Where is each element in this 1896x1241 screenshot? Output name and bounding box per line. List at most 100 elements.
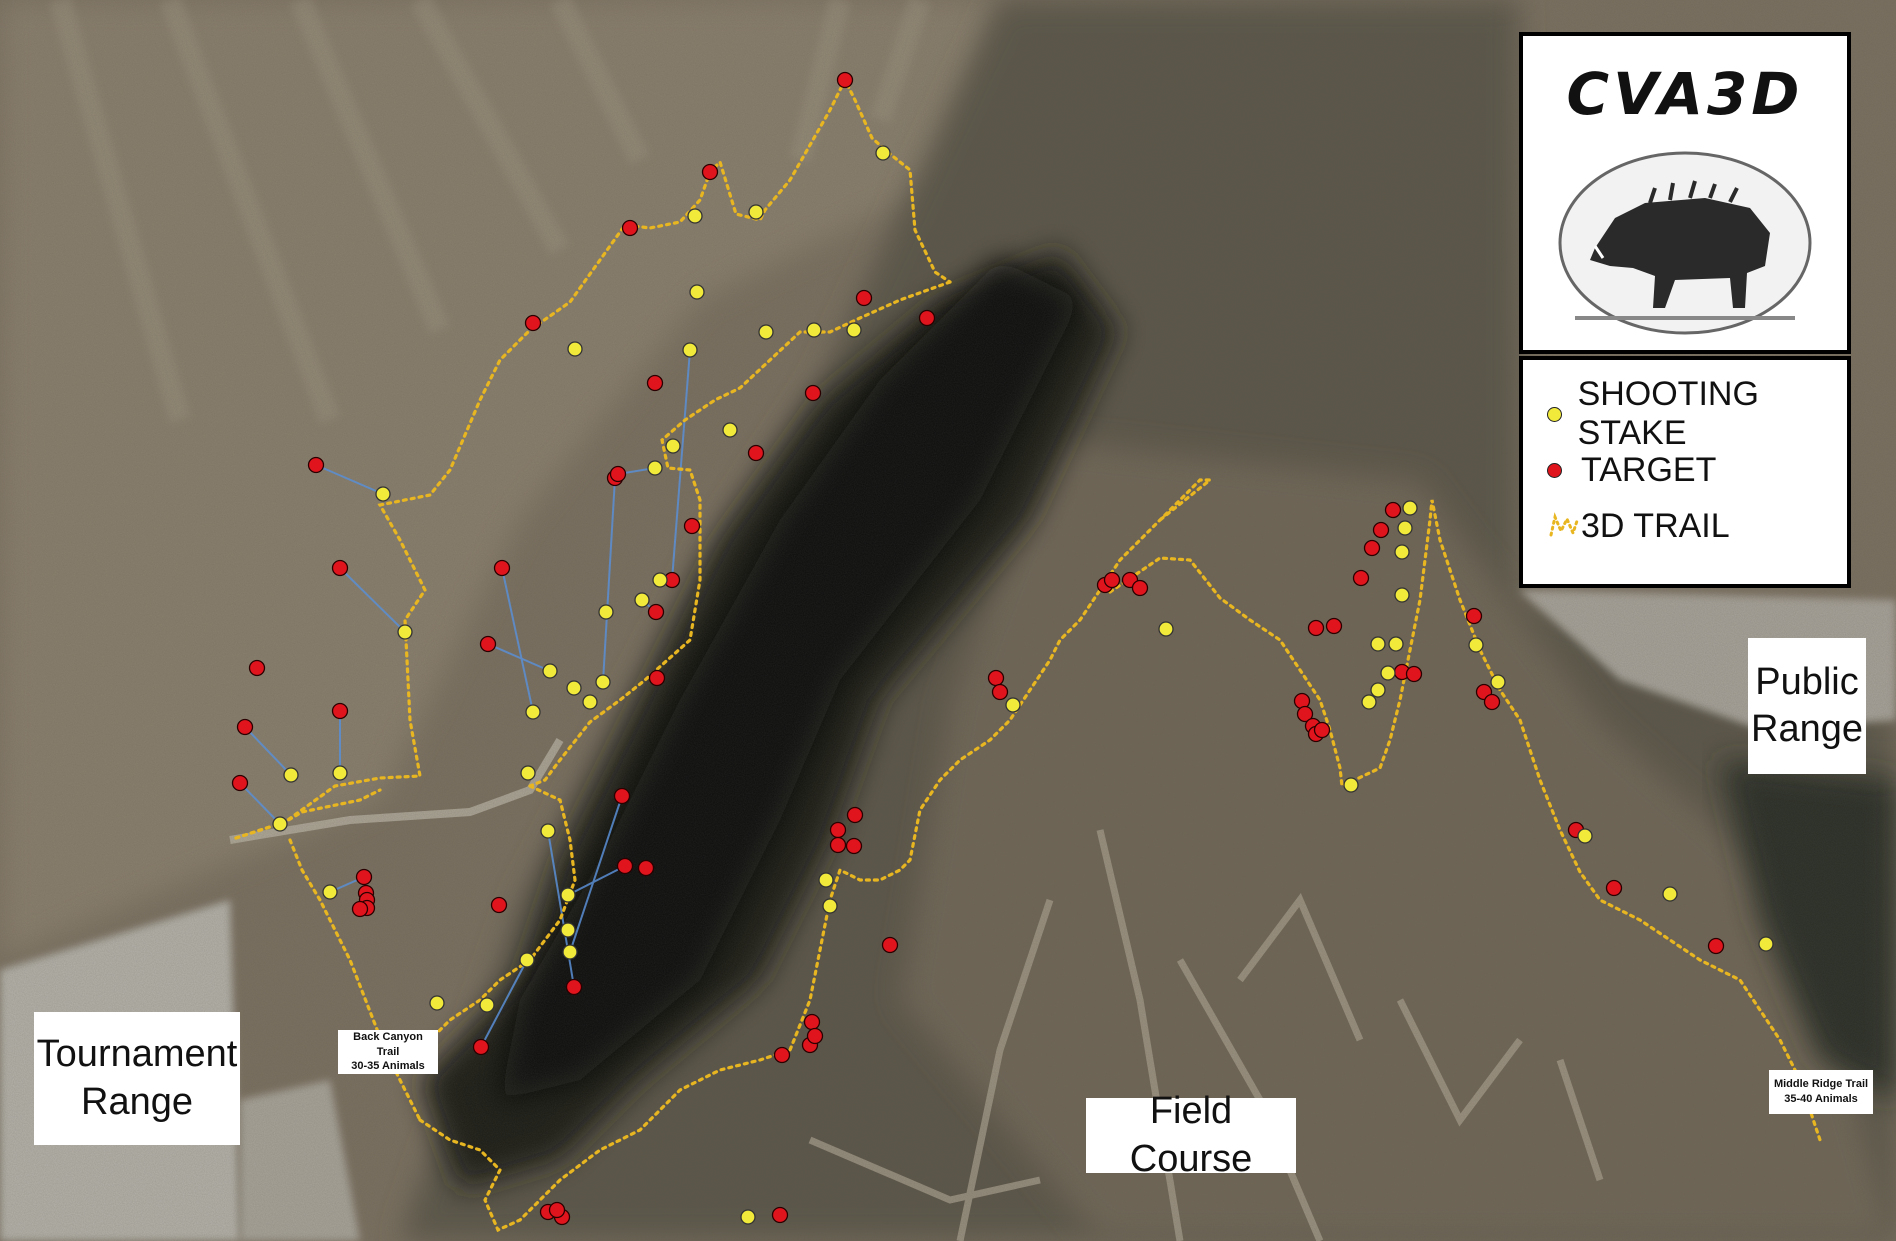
shooting-stake-marker [822, 898, 838, 914]
target-marker [1313, 721, 1331, 739]
target-marker [1363, 539, 1381, 557]
target-marker [1707, 937, 1725, 955]
target-marker [1605, 879, 1623, 897]
shooting-stake-marker [598, 604, 614, 620]
trail-segment [288, 838, 422, 1122]
shooting-stake-marker [652, 572, 668, 588]
target-marker [548, 1201, 566, 1219]
sight-line [480, 959, 528, 1048]
logo-text: CVA3D [1566, 60, 1804, 128]
sight-line [547, 830, 575, 988]
shooting-stake-marker [758, 324, 774, 340]
legend-label-3d-trail: 3D TRAIL [1581, 506, 1730, 545]
target-marker [355, 868, 373, 886]
back-canyon-trail-label: Back Canyon Trail 30-35 Animals [338, 1030, 438, 1074]
target-marker [248, 659, 266, 677]
target-marker [747, 444, 765, 462]
target-marker [803, 1013, 821, 1031]
shooting-stake-marker [1662, 886, 1678, 902]
target-marker [829, 836, 847, 854]
shooting-stake-marker [1394, 587, 1410, 603]
legend-label-shooting-stake: SHOOTING STAKE [1577, 375, 1759, 452]
shooting-stake-marker [1343, 777, 1359, 793]
target-marker [331, 702, 349, 720]
target-marker [771, 1206, 789, 1224]
shooting-stake-marker [560, 887, 576, 903]
shooting-stake-marker [722, 422, 738, 438]
shooting-stake-marker [1370, 636, 1386, 652]
sight-line [487, 643, 551, 672]
shooting-stake-marker [1361, 694, 1377, 710]
field-course-label: Field Course [1086, 1090, 1296, 1180]
sight-line [315, 464, 384, 495]
shooting-stake-marker [397, 624, 413, 640]
shooting-stake-marker [647, 460, 663, 476]
target-marker [565, 978, 583, 996]
tournament-range-label: Tournament Range [34, 1012, 240, 1145]
target-marker [493, 559, 511, 577]
target-marker [1465, 607, 1483, 625]
target-marker [307, 456, 325, 474]
target-marker [1372, 521, 1390, 539]
shooting-stake-marker [1577, 828, 1593, 844]
legend-label-target: TARGET [1581, 450, 1717, 489]
target-marker [609, 465, 627, 483]
target-marker [1405, 665, 1423, 683]
dotted-trail-icon [1547, 511, 1581, 541]
shooting-stake-marker [322, 884, 338, 900]
target-marker [648, 669, 666, 687]
shooting-stake-marker [1388, 636, 1404, 652]
target-marker [881, 936, 899, 954]
target-marker [637, 859, 655, 877]
legend-item-target: TARGET [1547, 442, 1847, 498]
shooting-stake-marker [665, 438, 681, 454]
target-marker [855, 289, 873, 307]
target-marker [331, 559, 349, 577]
shooting-stake-marker [525, 704, 541, 720]
sight-line [567, 865, 626, 896]
shooting-stake-marker [1402, 500, 1418, 516]
sight-line [501, 567, 534, 713]
shooting-stake-marker [567, 341, 583, 357]
target-marker [991, 683, 1009, 701]
target-marker [829, 821, 847, 839]
boar-tusk [1593, 245, 1605, 259]
shooting-stake-marker [740, 1209, 756, 1225]
shooting-stake-marker [1005, 697, 1021, 713]
shooting-stake-marker [272, 816, 288, 832]
shooting-stake-marker [1397, 520, 1413, 536]
shooting-stake-marker [595, 674, 611, 690]
legend-item-3d-trail: 3D TRAIL [1547, 498, 1847, 554]
shooting-stake-marker [818, 872, 834, 888]
target-marker [836, 71, 854, 89]
target-marker [1307, 619, 1325, 637]
target-marker [1483, 693, 1501, 711]
shooting-stake-marker [560, 922, 576, 938]
shooting-stake-marker [566, 680, 582, 696]
yellow-dot-icon [1547, 399, 1578, 429]
shooting-stake-marker [540, 823, 556, 839]
target-marker [351, 900, 369, 918]
shooting-stake-marker [332, 765, 348, 781]
target-marker [1131, 579, 1149, 597]
trail-segment [418, 784, 577, 1052]
trail-segment [1108, 499, 1822, 1142]
shooting-stake-marker [689, 284, 705, 300]
boar-bristles [1648, 180, 1739, 204]
target-marker [845, 837, 863, 855]
target-marker [479, 635, 497, 653]
shooting-stake-marker [1468, 637, 1484, 653]
shooting-stake-marker [682, 342, 698, 358]
shooting-stake-marker [520, 765, 536, 781]
target-marker [918, 309, 936, 327]
shooting-stake-marker [429, 995, 445, 1011]
sight-line [239, 782, 281, 825]
shooting-stake-marker [846, 322, 862, 338]
shooting-stake-marker [634, 592, 650, 608]
legend: SHOOTING STAKE TARGET 3D TRAIL [1519, 356, 1851, 588]
public-range-label: Public Range [1748, 638, 1866, 774]
shooting-stake-marker [519, 952, 535, 968]
shooting-stake-marker [542, 663, 558, 679]
shooting-stake-marker [375, 486, 391, 502]
target-marker [1325, 617, 1343, 635]
